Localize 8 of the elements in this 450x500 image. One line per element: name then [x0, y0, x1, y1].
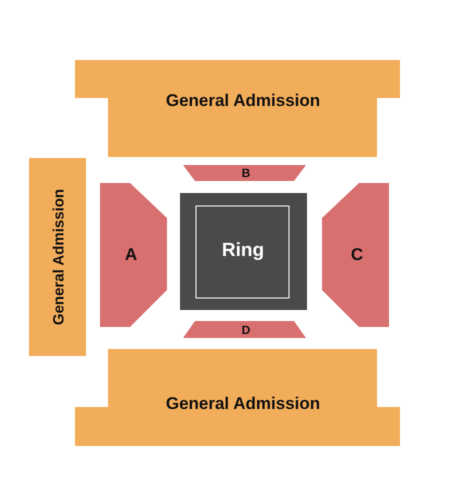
section-label: B — [242, 166, 250, 180]
section-label: A — [124, 245, 138, 265]
section-label: D — [242, 323, 250, 337]
section-label: Ring — [222, 240, 264, 262]
section-label: General Admission — [166, 91, 320, 111]
section-label: General Admission — [50, 188, 68, 326]
section-label: General Admission — [166, 394, 320, 414]
section-label: C — [350, 245, 364, 265]
